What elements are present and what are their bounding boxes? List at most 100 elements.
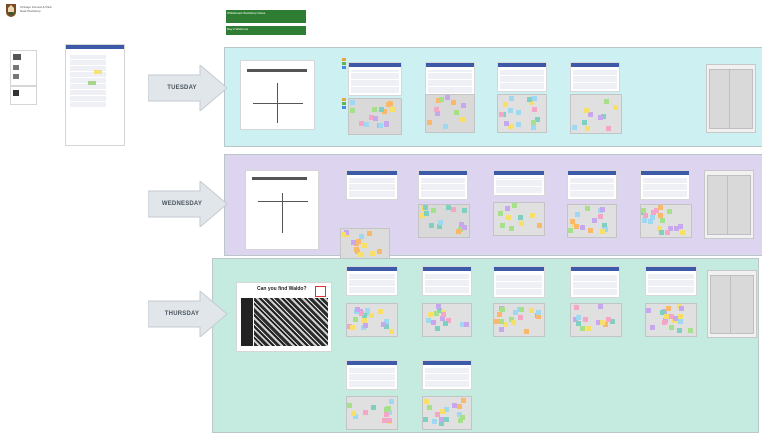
sticky-note[interactable] xyxy=(650,215,655,220)
sticky-note[interactable] xyxy=(583,317,588,322)
thursday-board-3[interactable] xyxy=(493,303,545,337)
sticky-note[interactable] xyxy=(461,103,466,108)
sticky-note[interactable] xyxy=(382,109,387,114)
sticky-note[interactable] xyxy=(603,322,608,327)
sticky-note[interactable] xyxy=(669,325,674,330)
sticky-note[interactable] xyxy=(602,223,607,228)
sticky-note[interactable] xyxy=(446,318,451,323)
sticky-note[interactable] xyxy=(674,226,679,231)
sticky-note[interactable] xyxy=(420,213,425,218)
sticky-note[interactable] xyxy=(444,407,449,412)
sticky-note[interactable] xyxy=(498,211,503,216)
sticky-note[interactable] xyxy=(582,120,587,125)
wednesday-board-3[interactable] xyxy=(493,202,545,236)
sticky-note[interactable] xyxy=(641,208,646,213)
sticky-note[interactable] xyxy=(508,124,513,129)
sticky-note[interactable] xyxy=(362,318,367,323)
sticky-note[interactable] xyxy=(436,304,441,309)
sticky-note[interactable] xyxy=(439,417,444,422)
sticky-note[interactable] xyxy=(600,229,605,234)
sticky-note[interactable] xyxy=(365,311,370,316)
tuesday-board-4[interactable] xyxy=(570,94,622,134)
sticky-note[interactable] xyxy=(429,223,434,228)
workshop-banner[interactable]: Whiteboard Workshop Notes Day 2 Welcome xyxy=(226,10,306,35)
sticky-note[interactable] xyxy=(377,249,382,254)
sticky-note[interactable] xyxy=(568,228,573,233)
thursday-summary-board[interactable] xyxy=(707,270,757,338)
sticky-note[interactable] xyxy=(537,223,542,228)
sticky-note[interactable] xyxy=(585,206,590,211)
sticky-note[interactable] xyxy=(500,307,505,312)
sticky-note[interactable] xyxy=(363,410,368,415)
sticky-note[interactable] xyxy=(530,213,535,218)
sticky-note[interactable] xyxy=(606,317,611,322)
sticky-note[interactable] xyxy=(356,239,361,244)
sticky-note[interactable] xyxy=(454,110,459,115)
tuesday-table-2[interactable] xyxy=(425,62,475,96)
sticky-note[interactable] xyxy=(439,97,444,102)
sticky-note[interactable] xyxy=(353,414,358,419)
sticky-note[interactable] xyxy=(598,214,603,219)
sticky-note[interactable] xyxy=(428,312,433,317)
sticky-note[interactable] xyxy=(527,97,532,102)
sticky-note[interactable] xyxy=(659,230,664,235)
sticky-note[interactable] xyxy=(511,320,516,325)
sticky-note[interactable] xyxy=(378,309,383,314)
sticky-note[interactable] xyxy=(509,317,514,322)
thursday-board-5[interactable] xyxy=(645,303,697,337)
sticky-note[interactable] xyxy=(384,324,389,329)
sticky-note[interactable] xyxy=(513,310,518,315)
sticky-note[interactable] xyxy=(451,207,456,212)
sticky-note[interactable] xyxy=(444,417,449,422)
sticky-note[interactable] xyxy=(536,314,541,319)
sticky-note[interactable] xyxy=(588,112,593,117)
wednesday-overlay-board[interactable] xyxy=(340,228,390,262)
sticky-note[interactable] xyxy=(516,110,521,115)
sticky-note[interactable] xyxy=(437,224,442,229)
sticky-note[interactable] xyxy=(462,208,467,213)
sticky-note[interactable] xyxy=(434,107,439,112)
sticky-note[interactable] xyxy=(384,407,389,412)
sticky-note[interactable] xyxy=(499,327,504,332)
sticky-note[interactable] xyxy=(462,225,467,230)
sticky-note[interactable] xyxy=(350,325,355,330)
sticky-note[interactable] xyxy=(362,243,367,248)
sticky-note[interactable] xyxy=(503,102,508,107)
sticky-note[interactable] xyxy=(499,112,504,117)
sticky-note[interactable] xyxy=(434,311,439,316)
sticky-note[interactable] xyxy=(464,322,469,327)
sticky-note[interactable] xyxy=(381,322,386,327)
sticky-note[interactable] xyxy=(613,105,618,110)
sticky-note[interactable] xyxy=(350,100,355,105)
sticky-note[interactable] xyxy=(369,115,374,120)
tuesday-table-3[interactable] xyxy=(497,62,547,92)
sticky-note[interactable] xyxy=(580,225,585,230)
wednesday-question-doc[interactable] xyxy=(245,170,319,250)
sticky-note[interactable] xyxy=(354,247,359,252)
sticky-note[interactable] xyxy=(437,308,442,313)
sticky-note[interactable] xyxy=(658,213,663,218)
sticky-note[interactable] xyxy=(677,328,682,333)
sticky-note[interactable] xyxy=(509,226,514,231)
sticky-note[interactable] xyxy=(459,222,464,227)
sticky-note[interactable] xyxy=(518,215,523,220)
wednesday-board-4[interactable] xyxy=(567,204,617,238)
sticky-note[interactable] xyxy=(503,322,508,327)
sticky-note[interactable] xyxy=(441,312,446,317)
sticky-note[interactable] xyxy=(387,410,392,415)
sticky-note[interactable] xyxy=(390,107,395,112)
wednesday-board-2[interactable] xyxy=(418,204,470,238)
sticky-note[interactable] xyxy=(369,313,374,318)
wednesday-table-2[interactable] xyxy=(418,170,468,200)
sticky-note[interactable] xyxy=(648,219,653,224)
waldo-activity-card[interactable]: Can you find Waldo? xyxy=(236,282,332,352)
sticky-note[interactable] xyxy=(536,310,541,315)
sticky-note[interactable] xyxy=(460,117,465,122)
sticky-note[interactable] xyxy=(379,107,384,112)
sticky-note[interactable] xyxy=(508,108,513,113)
sticky-note[interactable] xyxy=(531,120,536,125)
sticky-note[interactable] xyxy=(574,224,579,229)
sticky-note[interactable] xyxy=(378,123,383,128)
tuesday-table-1[interactable] xyxy=(348,62,402,96)
sticky-note[interactable] xyxy=(680,230,685,235)
